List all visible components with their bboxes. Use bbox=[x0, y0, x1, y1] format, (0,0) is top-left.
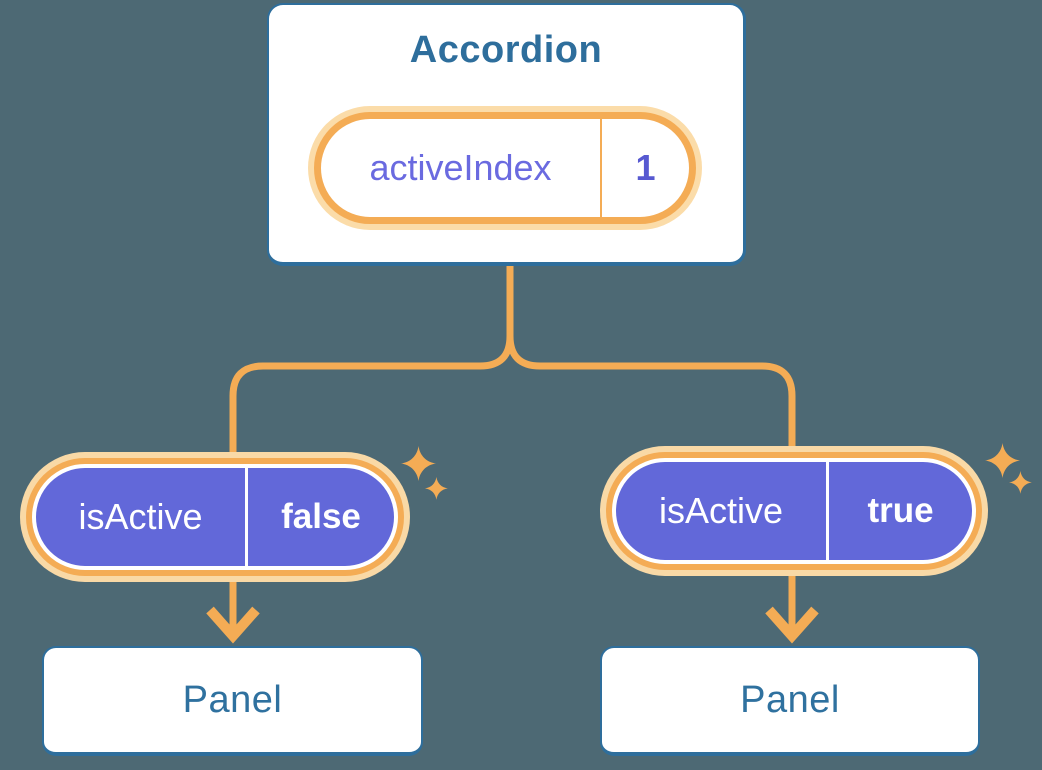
state-pill-value: 1 bbox=[635, 147, 656, 188]
prop-pill-isactive-false: isActive false bbox=[32, 464, 398, 570]
prop-pill-isactive-true: isActive true bbox=[612, 458, 976, 564]
panel-component-card: Panel bbox=[42, 646, 423, 756]
pill-divider bbox=[826, 462, 829, 560]
component-title: Accordion bbox=[409, 29, 603, 71]
panel-component-card: Panel bbox=[600, 646, 980, 756]
state-pill-activeindex: activeIndex 1 bbox=[314, 112, 696, 224]
sparkle-icon bbox=[985, 443, 1021, 479]
arrow-left-head bbox=[206, 606, 260, 644]
sparkle-icon bbox=[425, 477, 448, 500]
connector-right-branch bbox=[506, 264, 796, 458]
accordion-component-card: Accordion activeIndex 1 bbox=[267, 3, 746, 266]
arrow-right-head bbox=[765, 606, 819, 644]
pill-divider bbox=[245, 468, 248, 566]
prop-pill-label: isActive bbox=[78, 496, 203, 537]
connector-left-branch bbox=[229, 264, 514, 465]
prop-pill-value: false bbox=[281, 497, 361, 536]
prop-pill-value: true bbox=[867, 491, 934, 530]
state-pill-label: activeIndex bbox=[369, 147, 552, 188]
prop-pill-label: isActive bbox=[658, 490, 784, 531]
sparkle-icon bbox=[1009, 471, 1032, 494]
sparkle-icon bbox=[401, 446, 437, 482]
pill-divider bbox=[600, 119, 602, 217]
